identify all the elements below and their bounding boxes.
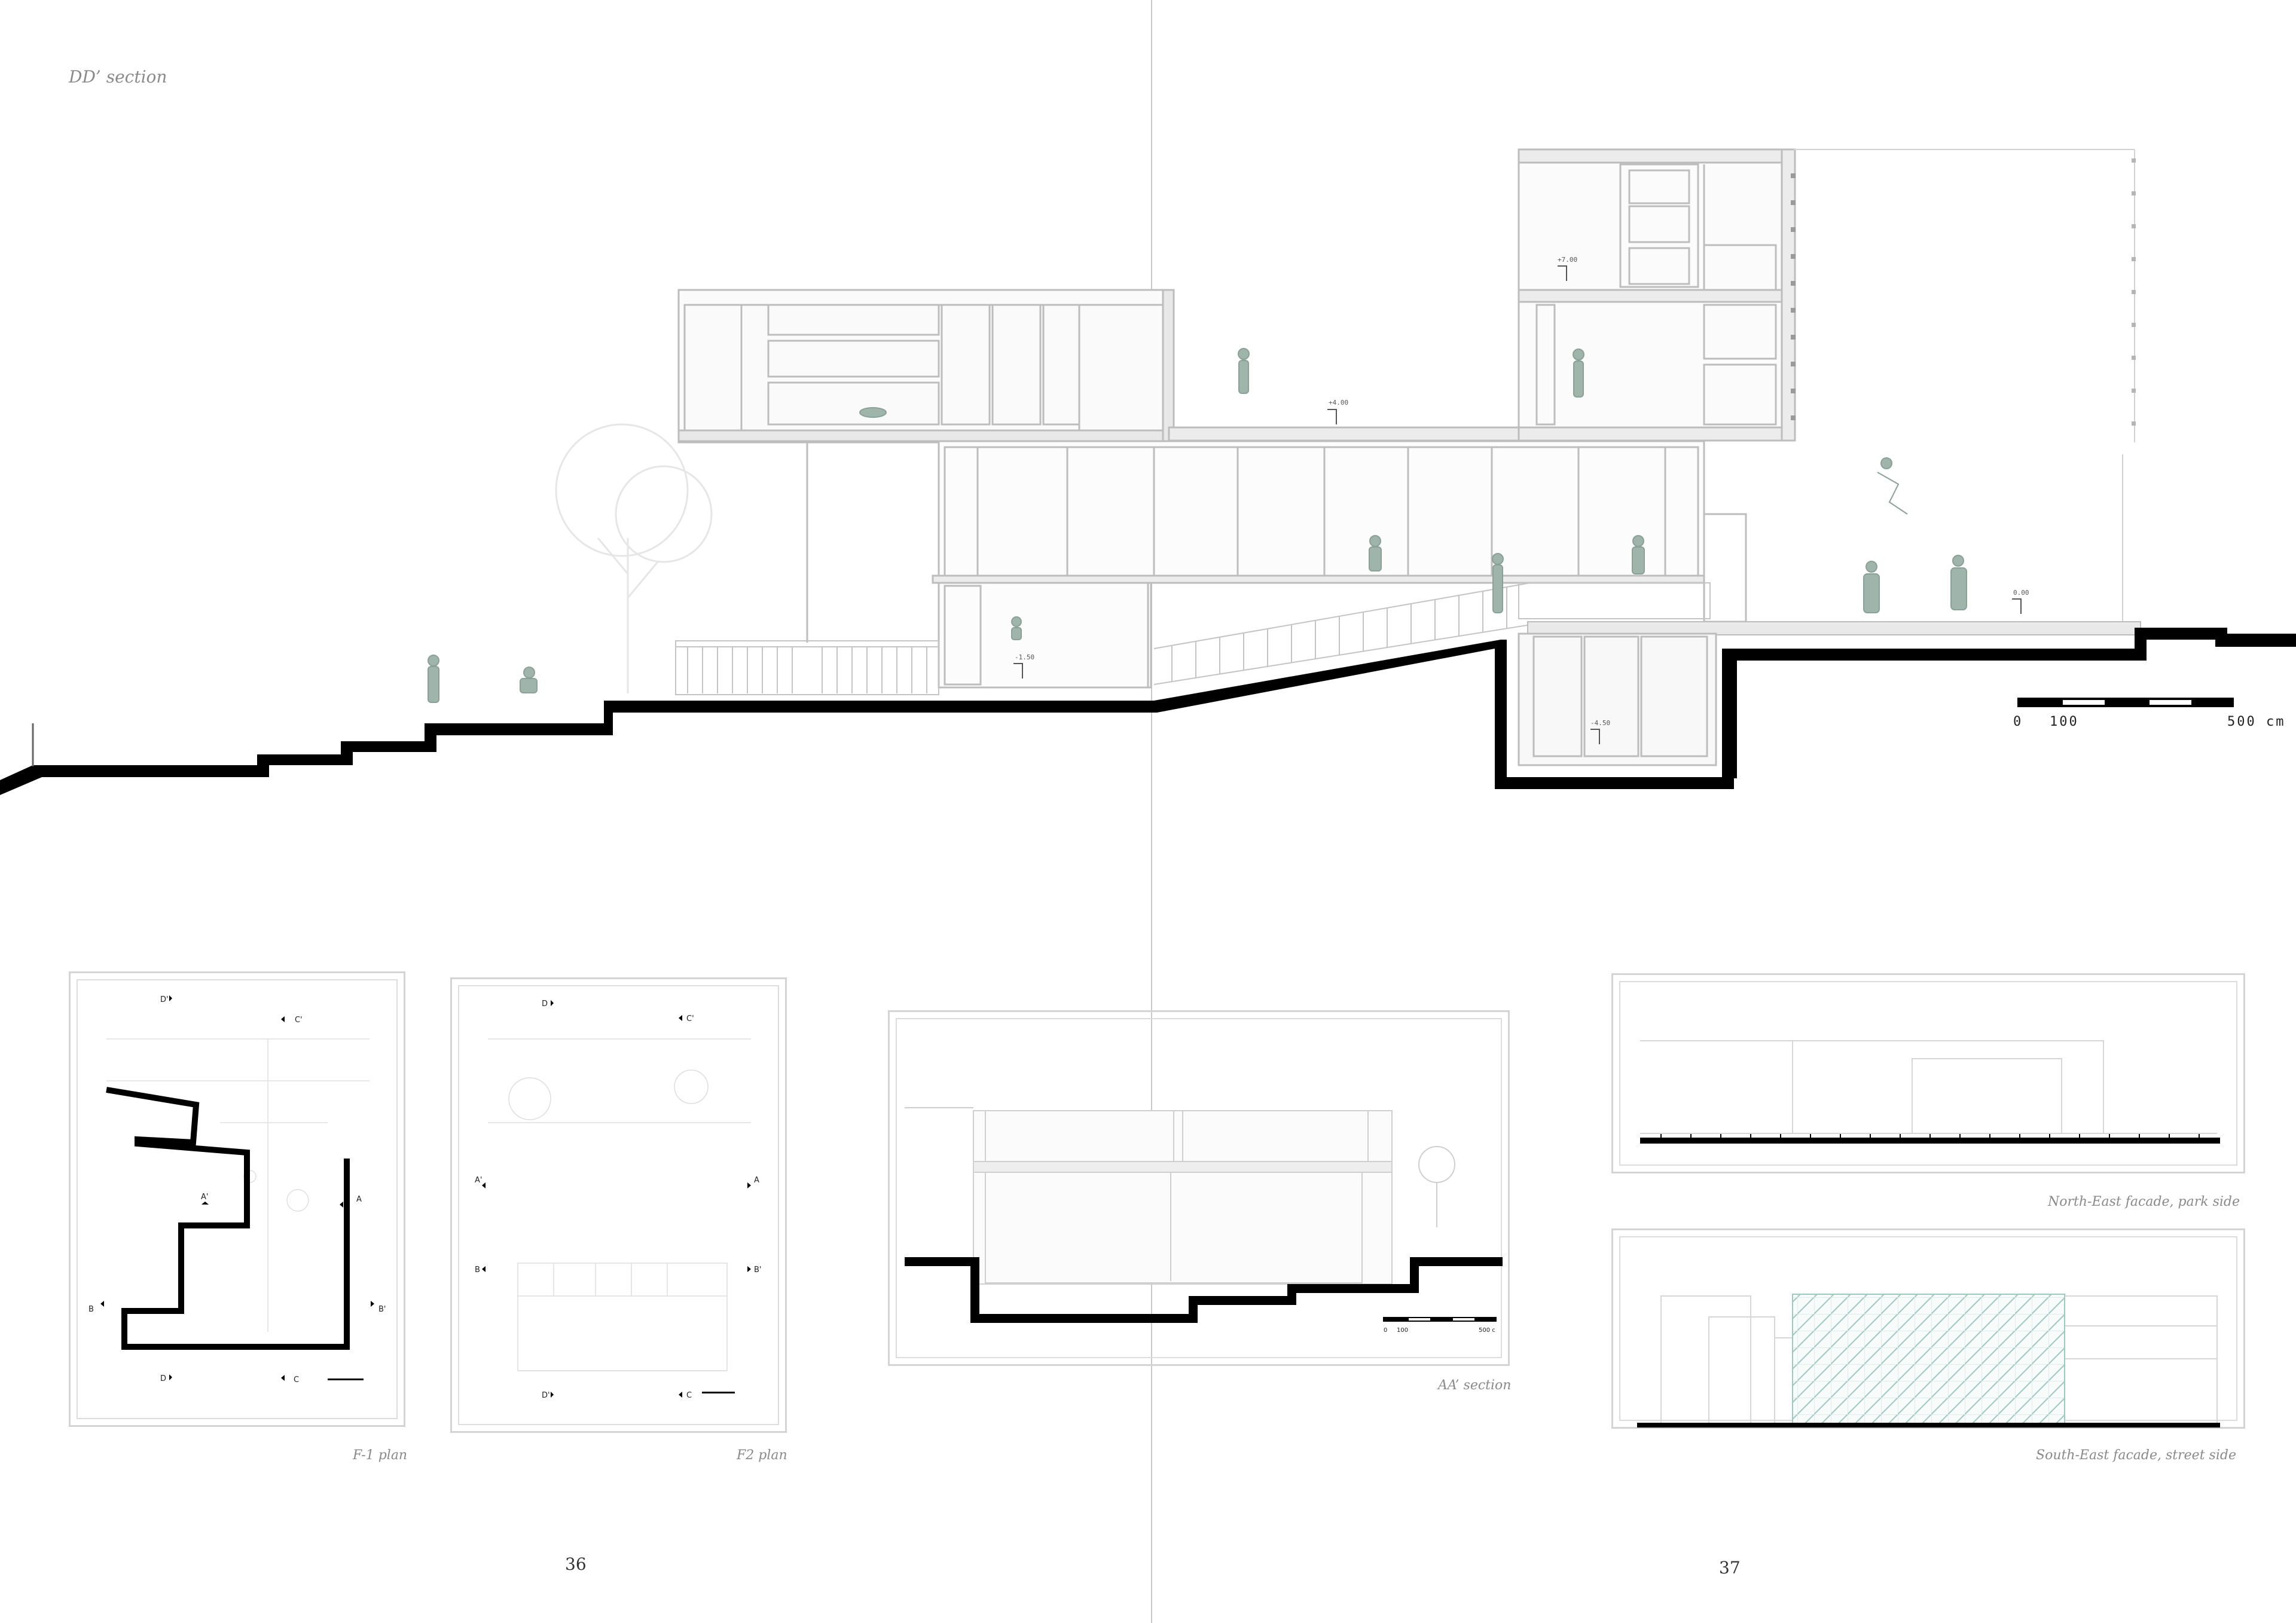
caption-aa-section: AA’ section xyxy=(1438,1378,1512,1393)
ramp xyxy=(1153,582,1711,685)
aa-section-drawing: 0 100 500 c xyxy=(905,1107,1503,1334)
section-marker: D xyxy=(542,1000,548,1008)
section-marker: C' xyxy=(686,1014,694,1023)
level-label: +7.00 xyxy=(1558,256,1577,264)
dd-section-drawing: +4.00 +7.00 -1.50 0.00 -4.50 xyxy=(0,148,2296,795)
section-title: DD’ section xyxy=(69,67,167,87)
section-marker: D xyxy=(160,1374,166,1383)
scale-bar xyxy=(2017,698,2234,707)
right-railing xyxy=(1794,149,2135,631)
page-number-right: 37 xyxy=(1719,1558,1741,1578)
aa-section-frame: 0 100 500 c xyxy=(888,1010,1510,1366)
upper-left-slab xyxy=(677,289,1175,442)
section-marker: A' xyxy=(201,1193,208,1202)
f-1-plan-drawing: D' C' A' A B B' D C xyxy=(88,995,386,1384)
scale-label-0: 0 xyxy=(2013,714,2023,729)
ground-profile xyxy=(0,628,2296,795)
f2-plan-drawing: D C' A' A B B' D' C xyxy=(475,1000,762,1400)
section-marker: C xyxy=(686,1391,692,1400)
ground-line xyxy=(1640,1138,2220,1144)
patterned-facade-panel xyxy=(1792,1294,2065,1426)
level-markers xyxy=(1013,265,2022,744)
tree-drawing xyxy=(555,423,713,693)
page-number-left: 36 xyxy=(565,1554,587,1574)
roof-terrace xyxy=(1168,426,1529,442)
section-marker: B xyxy=(88,1305,94,1314)
caption-south-east-facade: South-East facade, street side xyxy=(2036,1448,2236,1463)
section-marker: B' xyxy=(378,1305,386,1314)
people-figures xyxy=(428,348,1967,703)
section-marker: A xyxy=(356,1195,362,1204)
section-marker: C' xyxy=(295,1016,303,1025)
section-marker: B xyxy=(475,1266,480,1274)
caption-f-1-plan: F-1 plan xyxy=(353,1448,408,1463)
north-east-facade-drawing xyxy=(1640,1040,2220,1144)
level-label: -4.50 xyxy=(1590,719,1610,727)
level-label: +4.00 xyxy=(1329,399,1348,406)
caption-north-east-facade: North-East facade, park side xyxy=(2048,1194,2240,1209)
caption-f2-plan: F2 plan xyxy=(737,1448,787,1463)
tower-balcony-dots xyxy=(1791,173,1796,420)
right-railing-dots xyxy=(2132,158,2136,426)
left-terrace-rail xyxy=(675,640,939,695)
f2-plan-frame: D C' A' A B B' D' C xyxy=(450,977,787,1433)
north-east-facade-frame xyxy=(1611,973,2245,1173)
section-marker: A' xyxy=(475,1176,482,1185)
page-gutter xyxy=(1151,0,1152,1623)
section-marker: C xyxy=(294,1376,299,1384)
ground-line xyxy=(1637,1423,2220,1428)
scale-label-100: 100 xyxy=(2050,714,2079,729)
aa-scale-label-0: 0 xyxy=(1384,1327,1387,1334)
south-east-facade-frame xyxy=(1611,1228,2245,1429)
section-marker: D' xyxy=(542,1391,550,1400)
f-1-plan-frame: D' C' A' A B B' D C xyxy=(69,971,405,1427)
aa-scale-label-100: 100 xyxy=(1397,1327,1408,1334)
scale-label-500: 500 cm xyxy=(2227,714,2286,729)
section-marker: D' xyxy=(160,995,169,1004)
middle-floor xyxy=(806,440,1747,643)
aa-scale-label-500: 500 c xyxy=(1479,1327,1495,1334)
section-marker: B' xyxy=(754,1266,762,1274)
section-marker: A xyxy=(754,1176,759,1185)
basement xyxy=(1518,632,1717,766)
tower-block xyxy=(1518,148,1796,442)
level-label: 0.00 xyxy=(2013,589,2029,597)
upper-left-block xyxy=(677,289,1170,444)
south-east-facade-drawing xyxy=(1637,1294,2220,1428)
level-label: -1.50 xyxy=(1015,653,1034,661)
lower-floor xyxy=(938,582,1152,689)
